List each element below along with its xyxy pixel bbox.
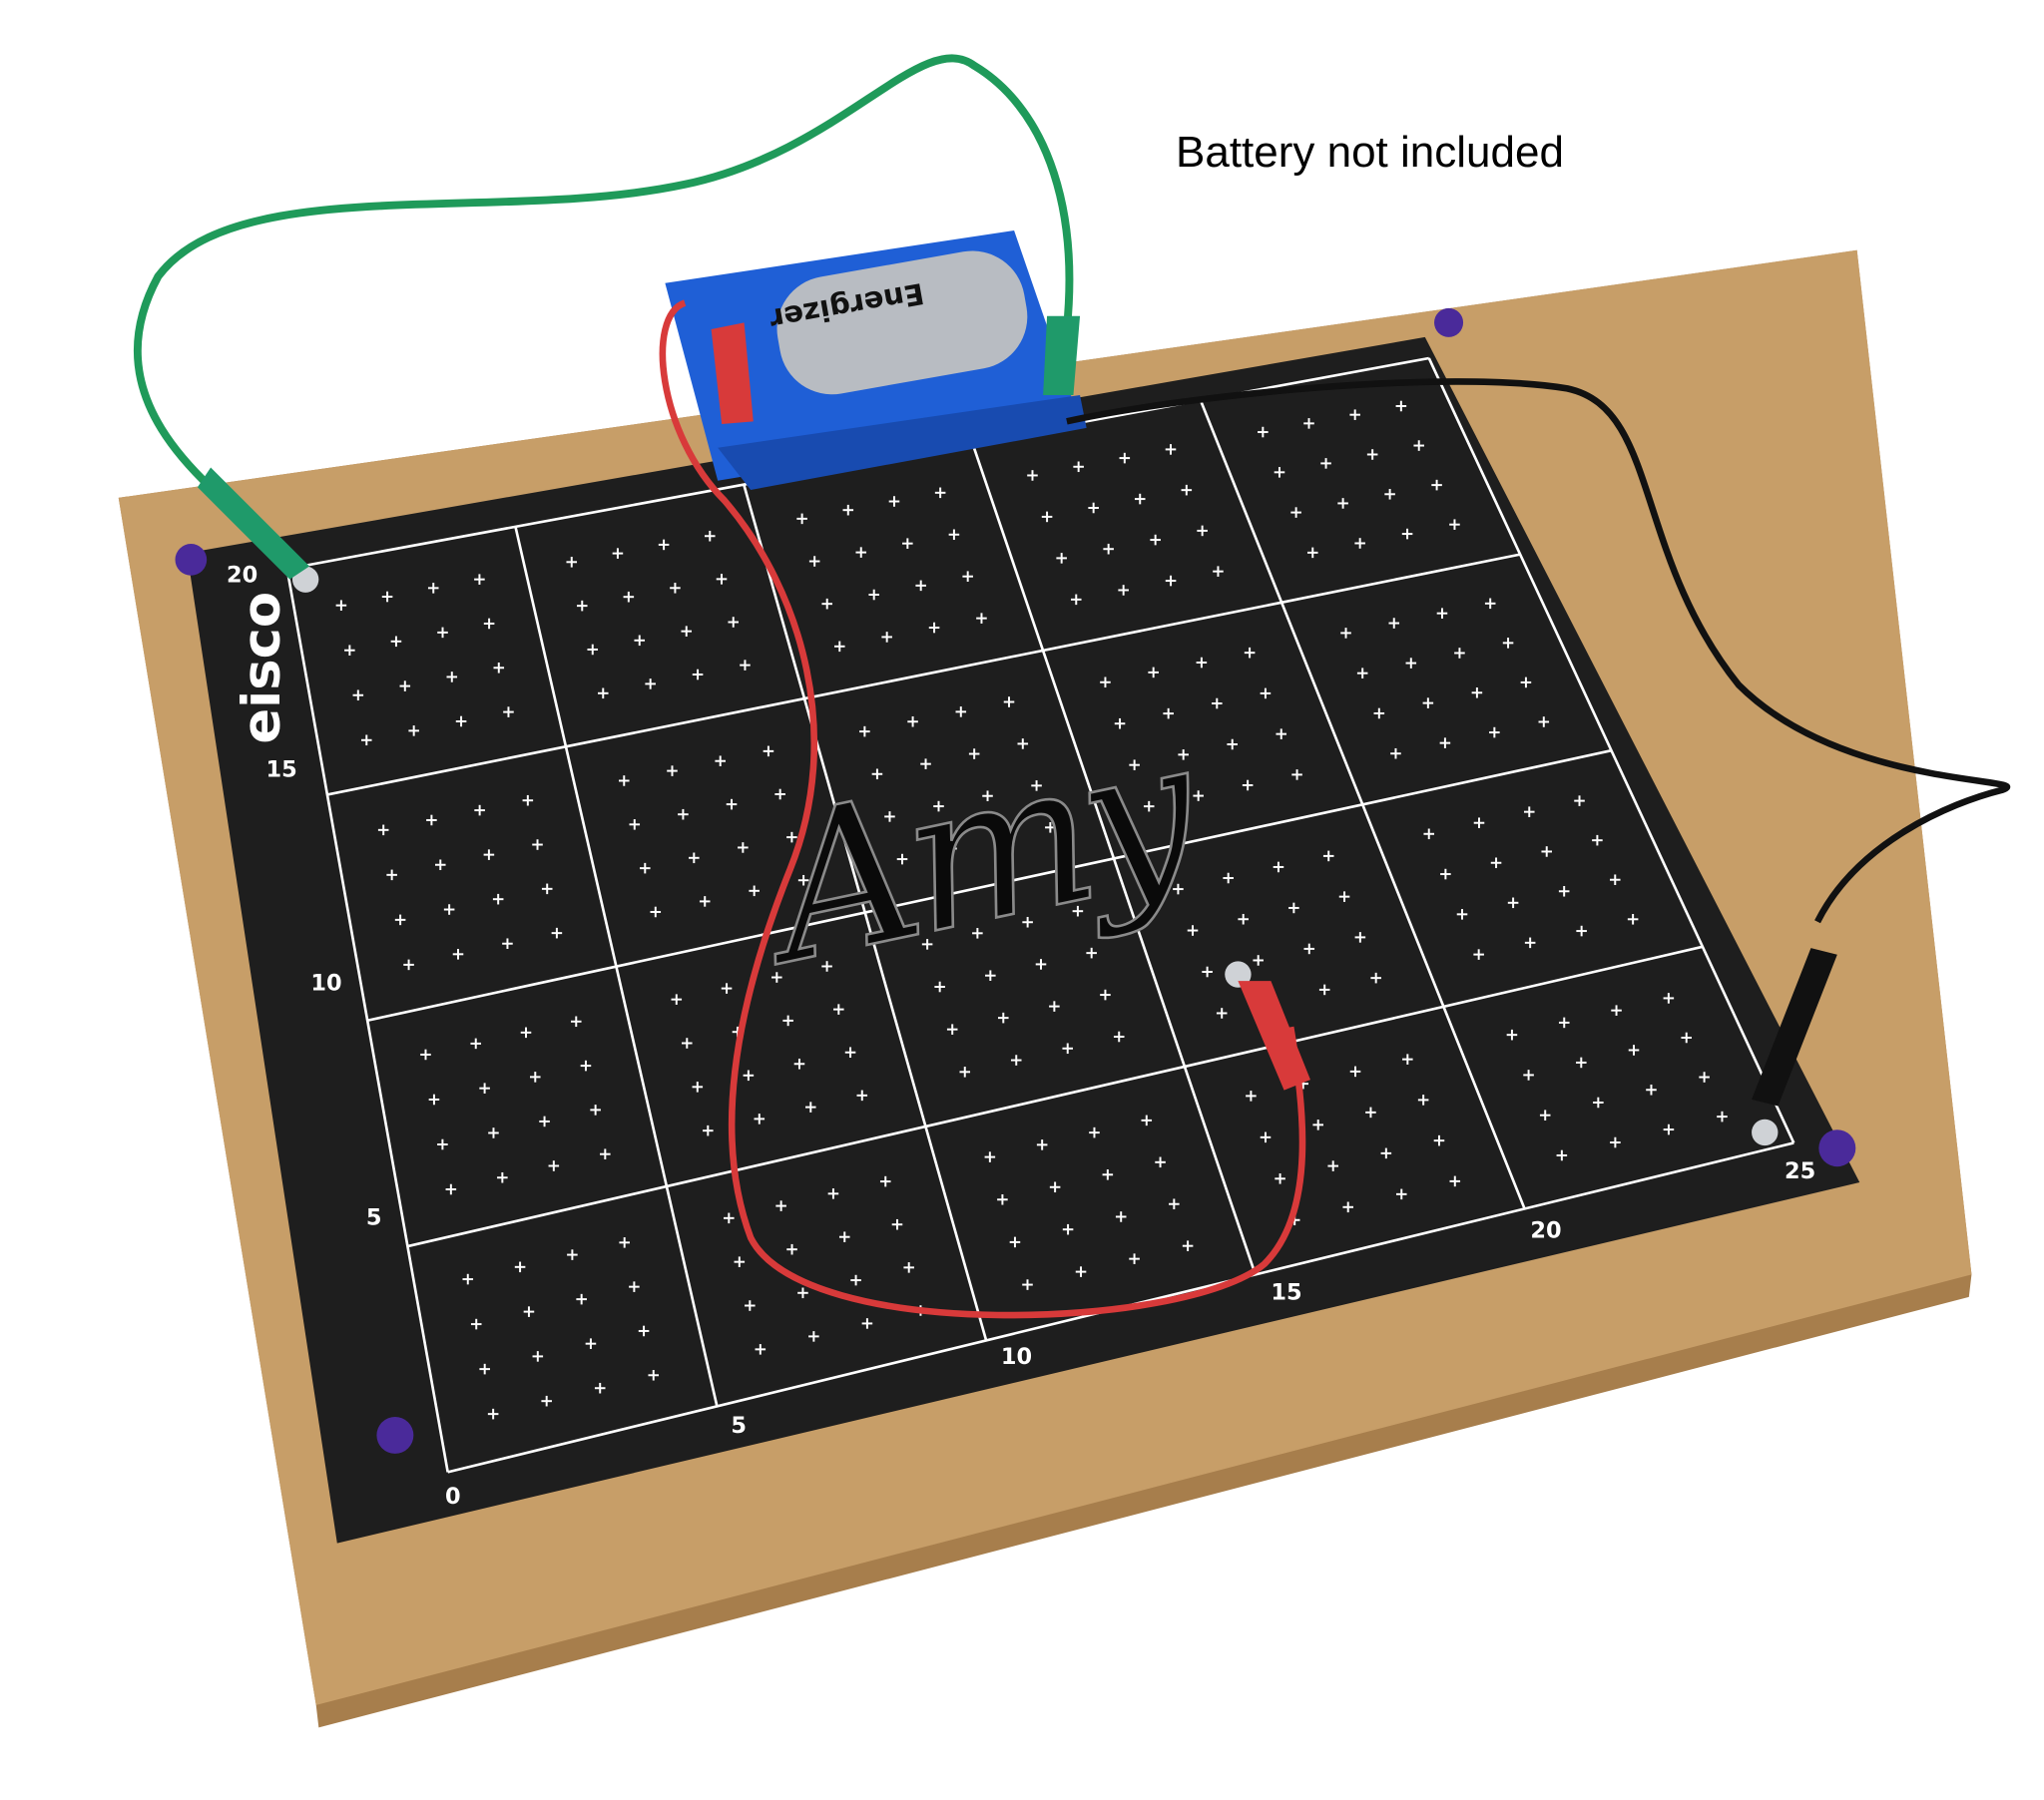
push-pins bbox=[175, 307, 1856, 1454]
green-wire bbox=[133, 54, 1074, 570]
x-label-5: 5 bbox=[731, 1413, 747, 1439]
push-pin-bottom-right bbox=[1818, 1129, 1856, 1167]
axis-labels: 0 5 10 15 20 25 5 10 15 20 bbox=[227, 562, 1815, 1510]
y-label-5: 5 bbox=[366, 1204, 382, 1230]
grid-line-horizontal bbox=[407, 945, 1704, 1248]
green-alligator-clip-battery bbox=[1043, 315, 1081, 395]
y-label-10: 10 bbox=[310, 970, 341, 996]
red-alligator-clip bbox=[1238, 981, 1310, 1091]
y-label-15: 15 bbox=[266, 757, 297, 783]
red-alligator-clip-battery bbox=[711, 322, 754, 424]
grid-paper bbox=[187, 336, 1860, 1544]
x-label-20: 20 bbox=[1530, 1217, 1561, 1243]
grid-line-horizontal bbox=[326, 553, 1521, 796]
black-alligator-clip bbox=[1752, 948, 1837, 1107]
eisco-logo: eisco bbox=[232, 592, 292, 744]
x-label-25: 25 bbox=[1785, 1158, 1815, 1184]
x-label-10: 10 bbox=[1001, 1344, 1032, 1370]
battery bbox=[776, 250, 1028, 395]
battery-not-included-caption: Battery not included bbox=[1176, 128, 1564, 177]
y-label-20: 20 bbox=[227, 562, 257, 588]
x-label-15: 15 bbox=[1271, 1279, 1301, 1305]
push-pin-top-left bbox=[175, 544, 208, 576]
red-wire bbox=[659, 299, 1306, 1319]
coordinate-grid bbox=[285, 356, 1795, 1474]
push-pin-bottom-left bbox=[376, 1416, 414, 1454]
battery-holder-base bbox=[718, 394, 1087, 490]
black-wire bbox=[1066, 378, 2011, 924]
x-label-0: 0 bbox=[445, 1484, 461, 1510]
terminal-bottom-right bbox=[1752, 1119, 1779, 1146]
green-alligator-clip bbox=[197, 467, 310, 580]
grid-line-horizontal bbox=[366, 748, 1612, 1023]
push-pin-top-right bbox=[1434, 307, 1464, 337]
